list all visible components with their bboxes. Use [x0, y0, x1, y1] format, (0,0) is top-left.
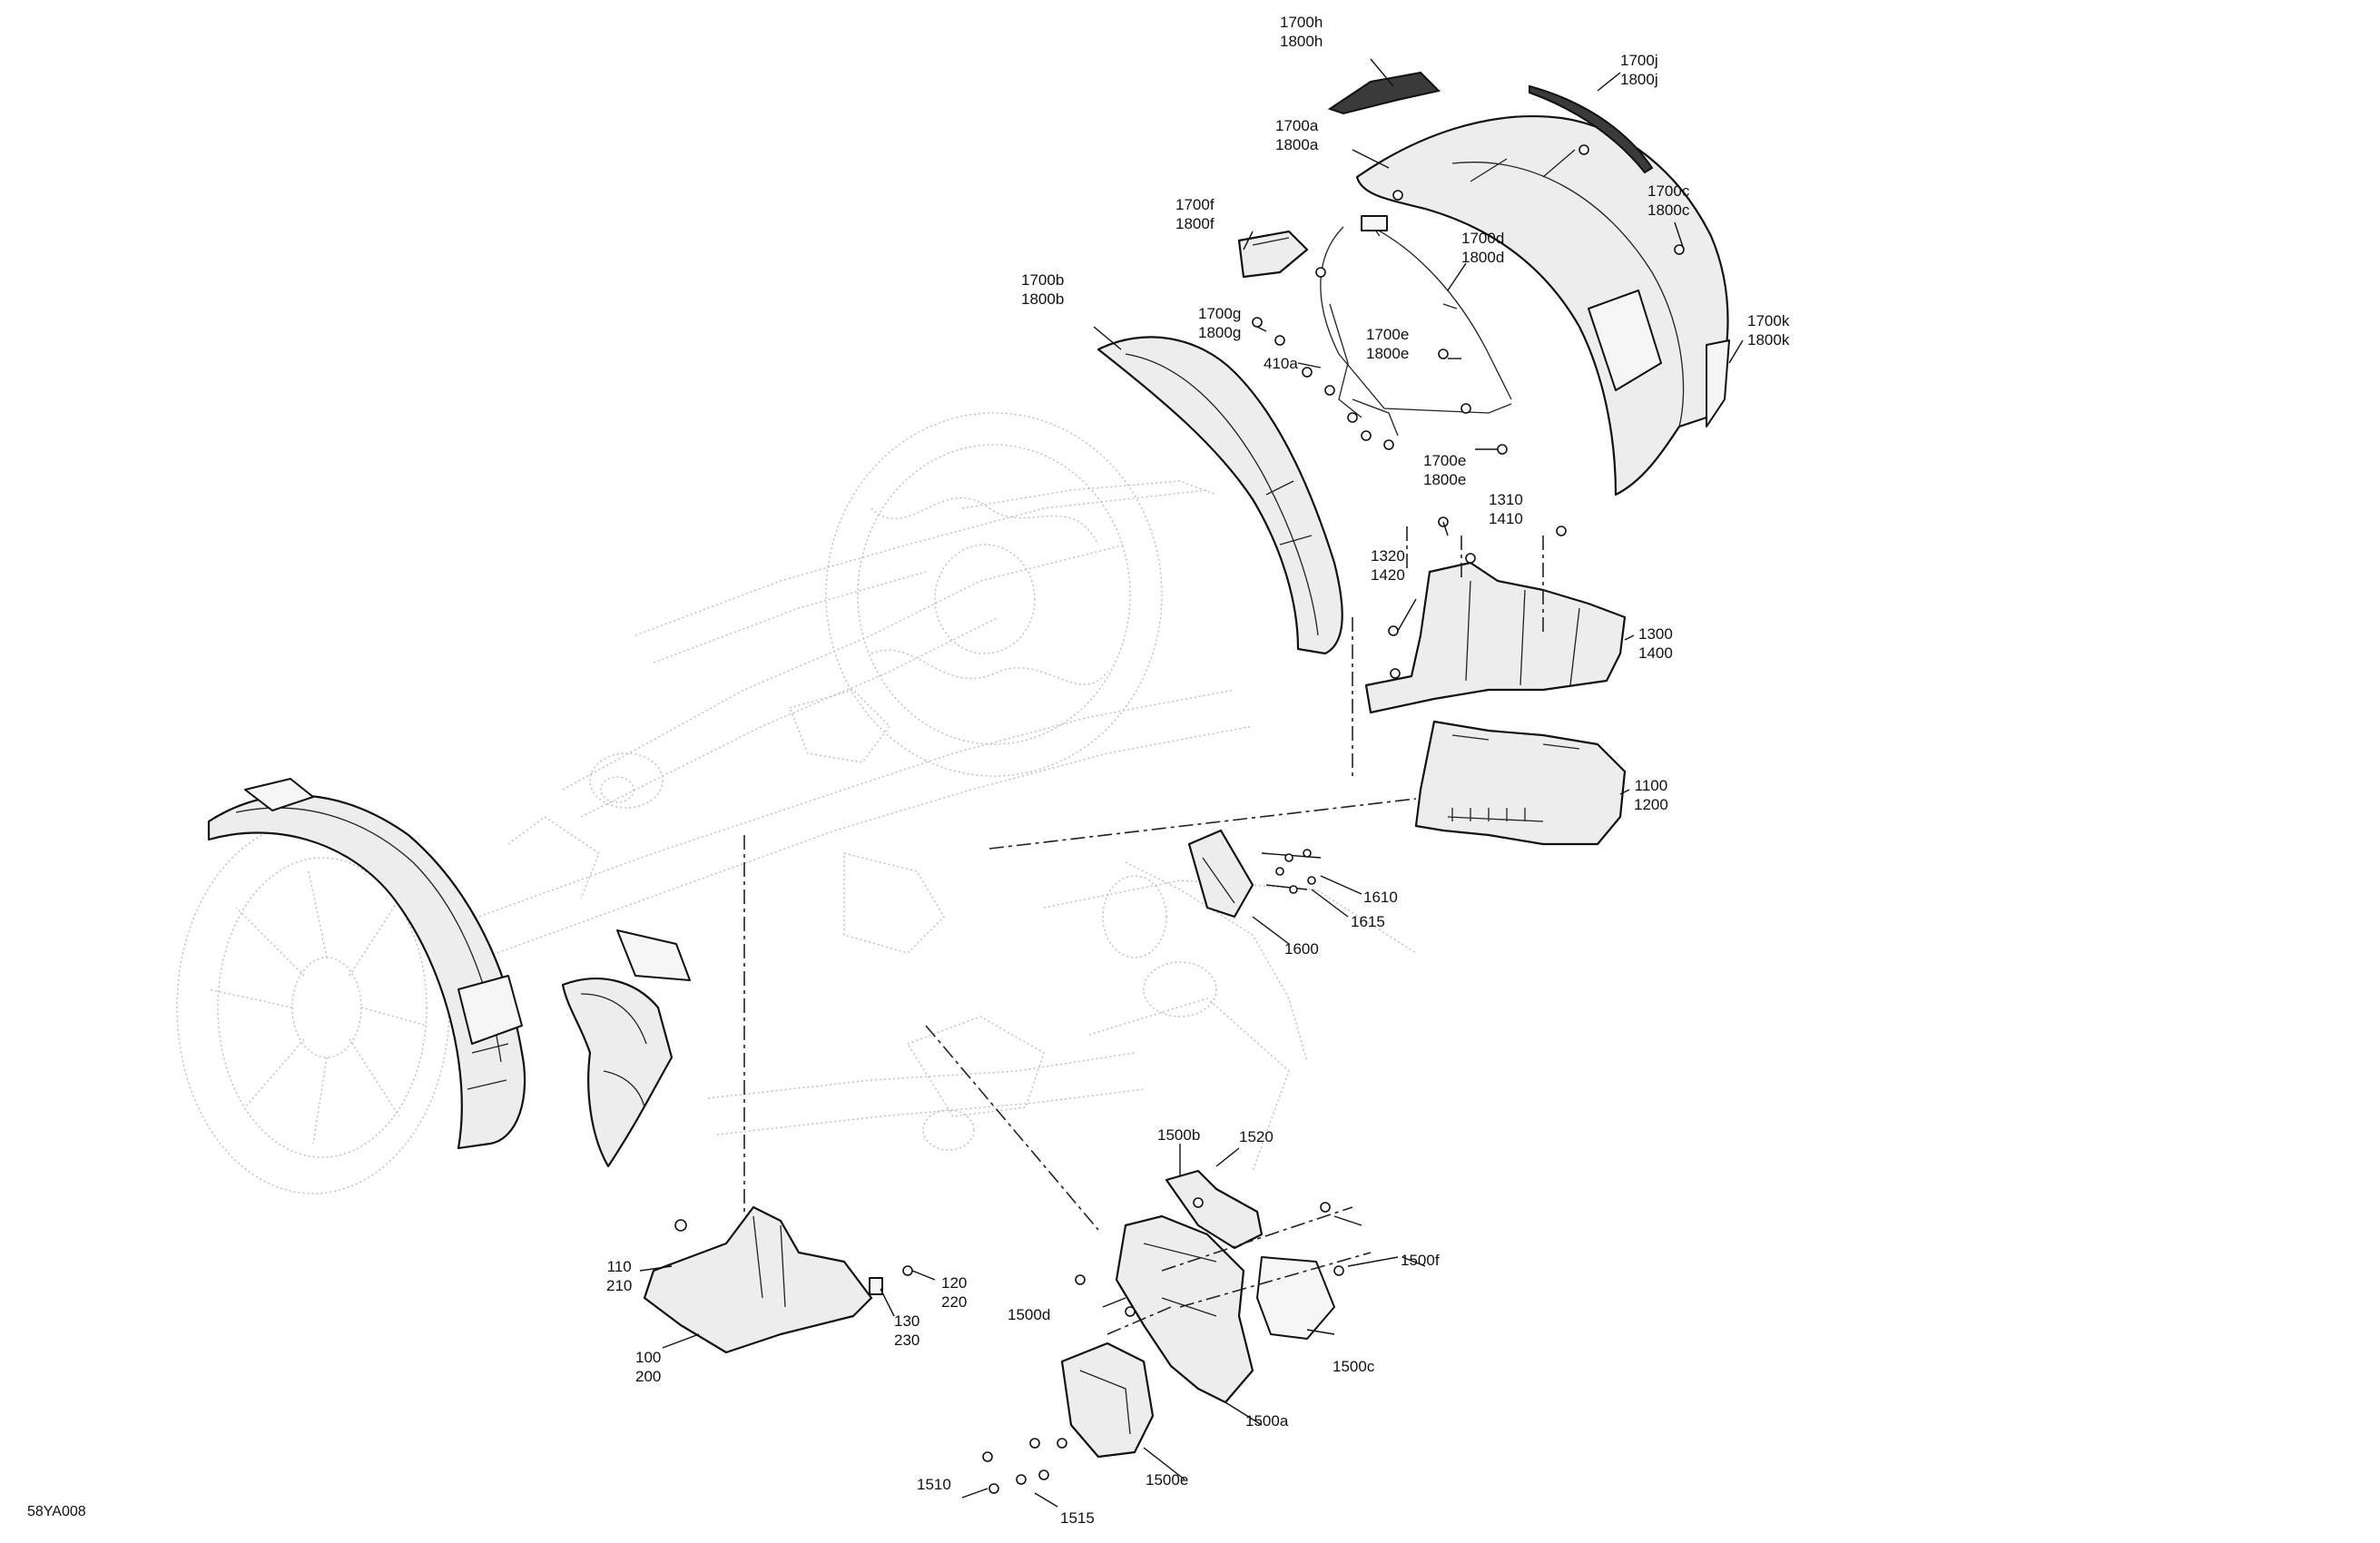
ghost-rear-wheel	[825, 412, 1163, 777]
part-1500b-cover	[1165, 1169, 1264, 1250]
callout-1515: 1515	[1060, 1509, 1095, 1527]
part-1700b-fender-liner	[1097, 336, 1343, 655]
leader-lines	[639, 58, 1744, 1508]
callout-1500d: 1500d	[1008, 1306, 1051, 1323]
callout-1510: 1510	[917, 1476, 951, 1493]
callout-1310: 1310 1410	[1489, 491, 1523, 527]
fasteners	[902, 144, 1685, 1494]
callout-1700b: 1700b 1800b	[1021, 271, 1065, 308]
callout-1320: 1320 1420	[1371, 547, 1405, 584]
callout-110: 110 210	[606, 1258, 633, 1294]
part-1100-panel	[1414, 720, 1627, 846]
part-100-skid-plate	[643, 1205, 883, 1354]
callout-130: 130 230	[894, 1312, 920, 1349]
callout-1700e-lower: 1700e 1800e	[1423, 452, 1467, 488]
part-1500a-cover	[1115, 1214, 1254, 1404]
assembly-center-lines	[743, 526, 1544, 1335]
callout-1500e: 1500e	[1146, 1471, 1189, 1489]
part-1500e-cover	[1060, 1342, 1155, 1459]
part-410a-bracket	[1329, 303, 1399, 437]
callout-1700j: 1700j 1800j	[1620, 52, 1658, 88]
callout-1500b: 1500b	[1157, 1126, 1201, 1144]
callout-1600: 1600	[1284, 940, 1319, 958]
callout-120: 120 220	[941, 1274, 968, 1311]
callout-1700a: 1700a 1800a	[1275, 117, 1319, 153]
figure-code: 58YA008	[27, 1504, 86, 1519]
callout-410a: 410a	[1264, 355, 1298, 372]
part-1700k-side-panel	[1706, 339, 1730, 428]
callout-1500a: 1500a	[1245, 1412, 1289, 1430]
ghost-chassis-frame	[453, 480, 1417, 1172]
callout-1700k: 1700k 1800k	[1747, 312, 1790, 349]
part-1700j-trim-strip	[1529, 84, 1654, 174]
part-1700d-bracket	[1320, 215, 1512, 414]
callout-1300: 1300 1400	[1638, 625, 1673, 662]
callout-1700d: 1700d 1800d	[1461, 230, 1505, 266]
callout-1100: 1100 1200	[1634, 777, 1668, 813]
callout-1700e-upper: 1700e 1800e	[1366, 326, 1410, 362]
part-1600-bracket	[1187, 829, 1322, 919]
part-1300-panel	[1364, 561, 1627, 714]
callout-1700f: 1700f 1800f	[1175, 196, 1215, 232]
part-1700h-trim	[1327, 71, 1441, 115]
callout-1700c: 1700c 1800c	[1647, 182, 1690, 219]
callout-1615: 1615	[1351, 913, 1385, 930]
callout-1610: 1610	[1363, 889, 1398, 906]
callout-1700h: 1700h 1800h	[1280, 14, 1323, 50]
part-1500c-cover	[1256, 1256, 1335, 1340]
part-1700f-bracket	[1237, 230, 1309, 279]
callout-100: 100 200	[635, 1349, 662, 1385]
front-inner-shield	[561, 929, 691, 1168]
front-fender	[207, 778, 526, 1150]
callout-1700g: 1700g 1800g	[1198, 305, 1242, 341]
callout-1520: 1520	[1239, 1128, 1274, 1145]
callout-1500f: 1500f	[1401, 1252, 1440, 1269]
part-1700a-rear-fender	[1355, 114, 1729, 496]
callout-1500c: 1500c	[1333, 1358, 1375, 1375]
